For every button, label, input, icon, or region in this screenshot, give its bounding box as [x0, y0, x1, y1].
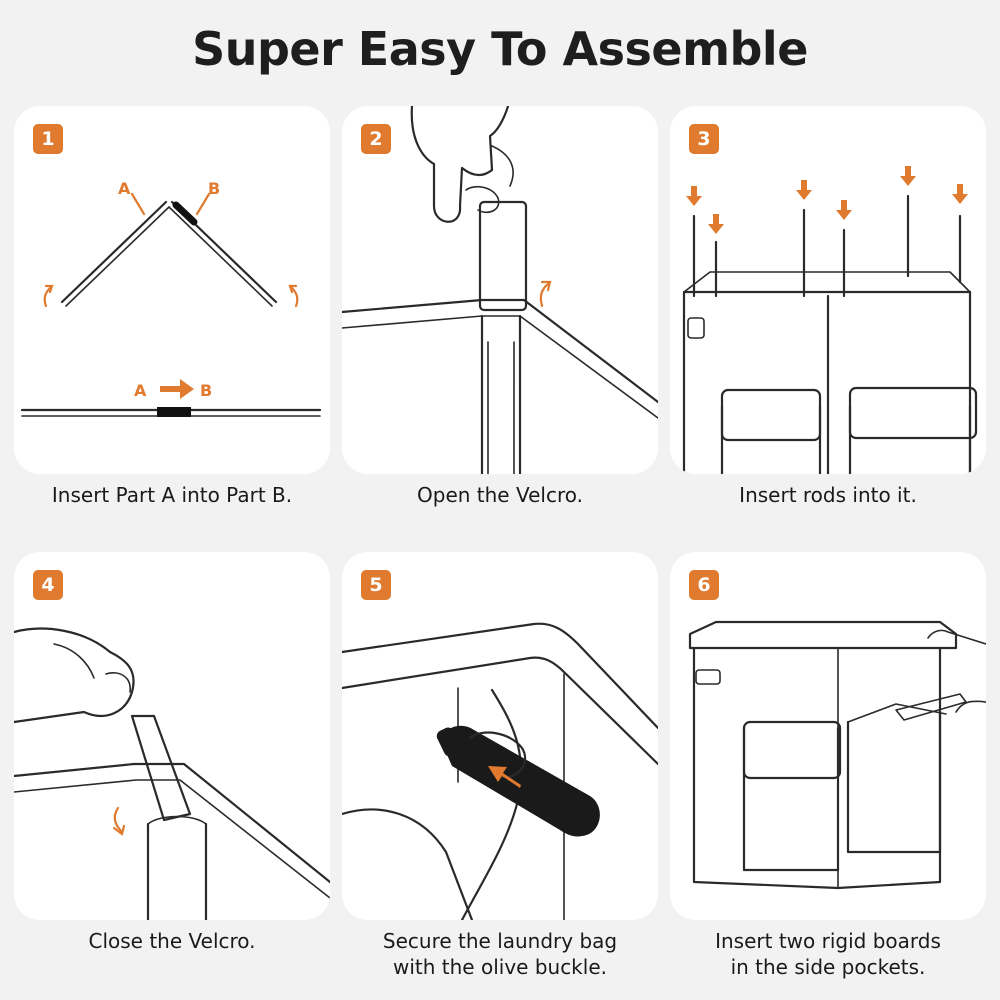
step-5-illustration	[342, 622, 658, 920]
step-4-illustration	[14, 627, 330, 920]
part-a-label-2: A	[134, 381, 147, 400]
down-arrows-icon	[686, 166, 968, 234]
arrow-right-icon	[160, 379, 194, 399]
step-2-badge: 2	[361, 124, 391, 154]
step-3-illustration	[682, 166, 978, 474]
step-6-card: 6	[670, 552, 986, 920]
part-b-label: B	[208, 179, 220, 198]
step-6-illustration	[688, 620, 986, 890]
step-3-badge: 3	[689, 124, 719, 154]
step-5-caption-line-2: with the olive buckle.	[393, 955, 607, 979]
rods	[692, 194, 962, 298]
part-b-label-2: B	[200, 381, 212, 400]
buckle-icon	[436, 725, 600, 837]
step-1-badge: 1	[33, 124, 63, 154]
step-1-illustration: A B A B	[20, 179, 322, 417]
step-5-caption-line-1: Secure the laundry bag	[382, 929, 618, 953]
step-3-card: 3	[670, 106, 986, 474]
step-6-caption-line-2: in the side pockets.	[730, 955, 926, 979]
step-5-caption: Secure the laundry bag with the olive bu…	[335, 928, 665, 980]
step-2-card: 2	[342, 106, 658, 474]
step-4-caption: Close the Velcro.	[88, 929, 256, 953]
step-1-card: A B A B 1	[14, 106, 330, 474]
step-1-caption: Insert Part A into Part B.	[51, 483, 293, 507]
step-2-illustration	[342, 106, 658, 474]
step-5-card: 5	[342, 552, 658, 920]
step-6-badge: 6	[689, 570, 719, 600]
step-5-badge: 5	[361, 570, 391, 600]
step-4-card: 4	[14, 552, 330, 920]
step-2-caption: Open the Velcro.	[417, 483, 583, 507]
step-4-badge: 4	[33, 570, 63, 600]
step-6-caption-line-1: Insert two rigid boards	[715, 929, 941, 953]
arrow-icon	[488, 766, 521, 788]
step-6-caption: Insert two rigid boards in the side pock…	[663, 928, 993, 980]
step-3-caption: Insert rods into it.	[739, 483, 917, 507]
page-title: Super Easy To Assemble	[192, 22, 808, 76]
part-a-label: A	[118, 179, 131, 198]
